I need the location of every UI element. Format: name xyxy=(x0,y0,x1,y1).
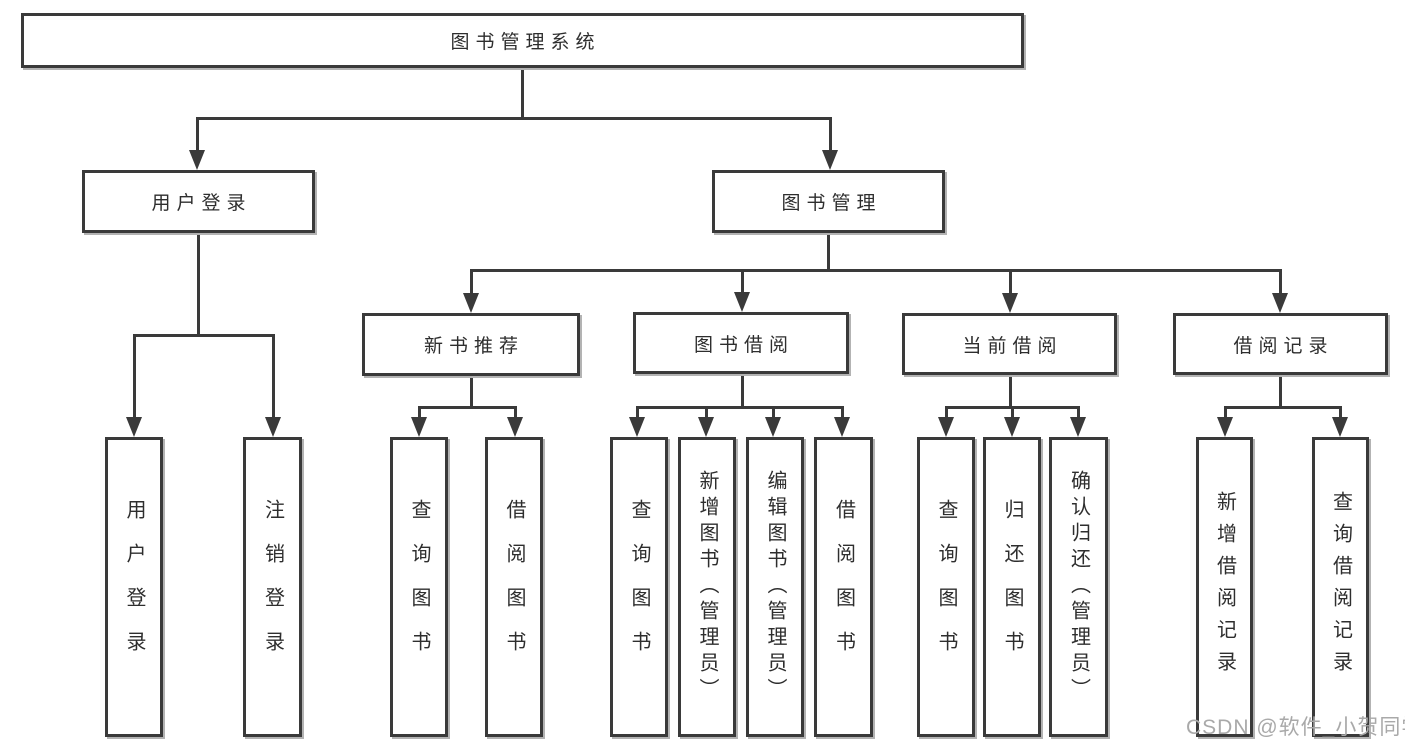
connector-line-vertical xyxy=(1077,407,1080,420)
node-leaf-borrow-books: 借阅图书 xyxy=(485,437,543,737)
node-leaf-add-borrow-record: 新增借阅记录 xyxy=(1196,437,1253,737)
connector-line-vertical xyxy=(470,270,473,297)
connector-line-horizontal xyxy=(196,117,832,120)
node-new-book-recommend: 新书推荐 xyxy=(362,313,580,376)
node-leaf-query-books: 查询图书 xyxy=(390,437,448,737)
node-label: 查询图书 xyxy=(935,499,957,675)
node-book-management: 图书管理 xyxy=(712,170,945,233)
node-book-borrow: 图书借阅 xyxy=(633,312,849,374)
connector-line-vertical xyxy=(1279,270,1282,297)
node-current-borrow: 当前借阅 xyxy=(902,313,1117,375)
connector-line-horizontal xyxy=(470,269,1282,272)
connector-line-vertical xyxy=(521,67,524,118)
node-label: 借阅记录 xyxy=(1233,335,1334,357)
node-label: 新书推荐 xyxy=(423,336,524,357)
connector-line-vertical xyxy=(705,407,708,420)
node-user-login: 用户登录 xyxy=(82,170,315,233)
node-label: 图书借阅 xyxy=(693,334,794,356)
arrowhead-down-icon xyxy=(1004,417,1020,437)
connector-line-vertical xyxy=(1011,407,1014,420)
node-leaf-add-books-admin: 新增图书（管理员） xyxy=(678,437,736,737)
arrowhead-down-icon xyxy=(734,292,750,312)
connector-line-vertical xyxy=(1224,407,1227,420)
arrowhead-down-icon xyxy=(938,417,954,437)
connector-line-vertical xyxy=(1009,270,1012,297)
node-label: 查询借阅记录 xyxy=(1329,491,1352,683)
arrowhead-down-icon xyxy=(463,293,479,313)
arrowhead-down-icon xyxy=(411,417,427,437)
arrowhead-down-icon xyxy=(1217,417,1233,437)
node-leaf-logout: 注销登录 xyxy=(243,437,302,737)
connector-line-horizontal xyxy=(1224,406,1342,409)
connector-line-vertical xyxy=(945,407,948,420)
connector-line-vertical xyxy=(829,118,832,153)
connector-line-horizontal xyxy=(636,406,844,409)
node-label: 查询图书 xyxy=(628,499,650,675)
arrowhead-down-icon xyxy=(822,150,838,170)
node-label: 编辑图书（管理员） xyxy=(764,470,786,704)
arrowhead-down-icon xyxy=(1272,293,1288,313)
connector-line-vertical xyxy=(827,233,830,270)
connector-line-vertical xyxy=(1009,375,1012,407)
node-borrow-records: 借阅记录 xyxy=(1173,313,1388,375)
connector-line-vertical xyxy=(196,118,199,153)
arrowhead-down-icon xyxy=(698,417,714,437)
node-leaf-edit-books-admin: 编辑图书（管理员） xyxy=(746,437,804,737)
node-label: 新增图书（管理员） xyxy=(696,470,718,704)
connector-line-vertical xyxy=(1279,375,1282,407)
arrowhead-down-icon xyxy=(126,417,142,437)
connector-line-vertical xyxy=(470,376,473,407)
arrowhead-down-icon xyxy=(1332,417,1348,437)
node-label: 查询图书 xyxy=(408,499,430,675)
node-leaf-borrow-books: 借阅图书 xyxy=(814,437,873,737)
node-label: 用户登录 xyxy=(151,193,252,214)
node-label: 借阅图书 xyxy=(832,499,855,675)
node-label: 注销登录 xyxy=(261,499,284,675)
node-leaf-query-books: 查询图书 xyxy=(917,437,975,737)
node-label: 归还图书 xyxy=(1001,499,1023,675)
connector-line-vertical xyxy=(1339,407,1342,420)
arrowhead-down-icon xyxy=(765,417,781,437)
node-label: 当前借阅 xyxy=(962,335,1063,357)
node-label: 新增借阅记录 xyxy=(1213,491,1236,683)
connector-line-vertical xyxy=(741,374,744,407)
connector-line-vertical xyxy=(272,335,275,420)
arrowhead-down-icon xyxy=(1002,293,1018,313)
node-label: 借阅图书 xyxy=(503,499,525,675)
connector-line-vertical xyxy=(133,335,136,420)
node-leaf-return-books: 归还图书 xyxy=(983,437,1041,737)
arrowhead-down-icon xyxy=(1070,417,1086,437)
arrowhead-down-icon xyxy=(189,150,205,170)
connector-line-vertical xyxy=(197,233,200,335)
node-leaf-confirm-return-admin: 确认归还（管理员） xyxy=(1049,437,1108,737)
node-root-system: 图书管理系统 xyxy=(21,13,1024,68)
connector-line-horizontal xyxy=(418,406,517,409)
connector-line-vertical xyxy=(514,407,517,420)
connector-line-vertical xyxy=(772,407,775,420)
connector-line-vertical xyxy=(741,270,744,296)
node-label: 图书管理系统 xyxy=(450,32,601,53)
node-label: 用户登录 xyxy=(123,499,145,675)
arrowhead-down-icon xyxy=(265,417,281,437)
connector-line-vertical xyxy=(418,407,421,420)
connector-line-vertical xyxy=(841,407,844,420)
node-label: 图书管理 xyxy=(781,193,882,214)
arrowhead-down-icon xyxy=(629,417,645,437)
node-label: 确认归还（管理员） xyxy=(1067,470,1090,704)
arrowhead-down-icon xyxy=(834,417,850,437)
arrowhead-down-icon xyxy=(507,417,523,437)
node-leaf-query-borrow-record: 查询借阅记录 xyxy=(1312,437,1369,737)
connector-line-vertical xyxy=(636,407,639,420)
csdn-watermark: CSDN @软件_小贺同学 xyxy=(1186,716,1405,739)
connector-line-horizontal xyxy=(133,334,275,337)
node-leaf-query-books: 查询图书 xyxy=(610,437,668,737)
node-leaf-user-login: 用户登录 xyxy=(105,437,163,737)
